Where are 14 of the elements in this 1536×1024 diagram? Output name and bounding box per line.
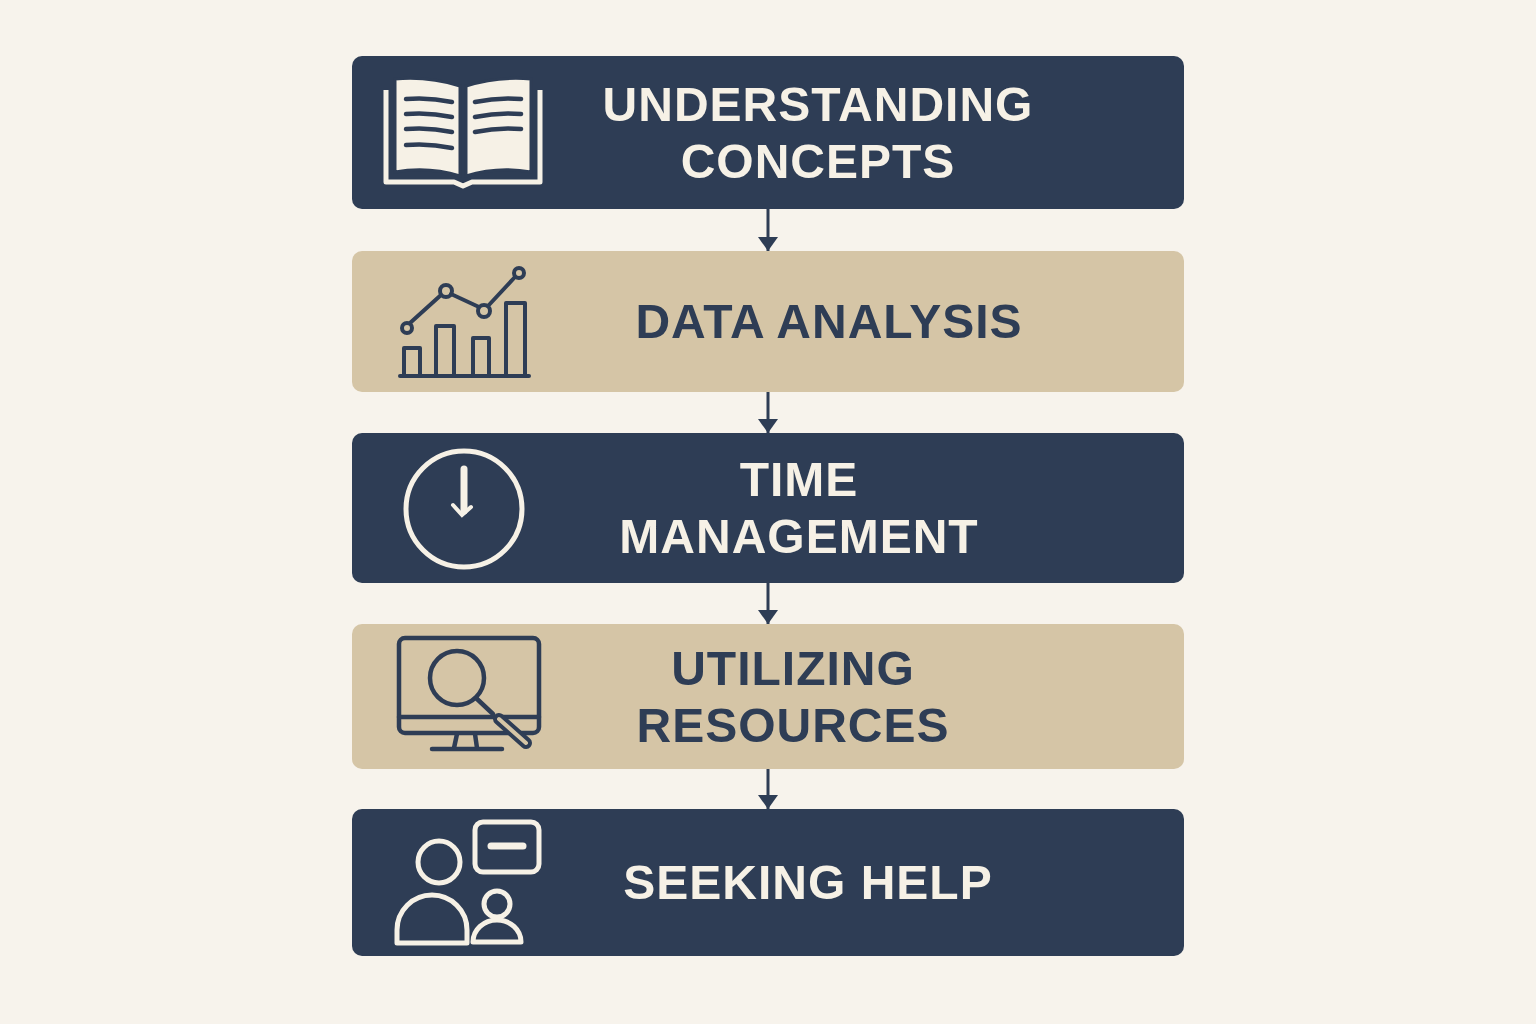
step-box (352, 56, 1184, 209)
arrow (758, 583, 778, 624)
step-title: DATA ANALYSIS (635, 294, 1023, 350)
step-box (352, 624, 1184, 769)
step-title: TIME MANAGEMENT (618, 452, 980, 565)
arrow (758, 209, 778, 251)
arrow (758, 769, 778, 809)
step-title: SEEKING HELP (623, 855, 993, 911)
step-box (352, 433, 1184, 583)
step-title: UTILIZING RESOURCES (635, 640, 951, 754)
step-box (352, 809, 1184, 956)
step-box (352, 251, 1184, 392)
step-title: UNDERSTANDING CONCEPTS (601, 76, 1035, 190)
arrow (758, 392, 778, 433)
